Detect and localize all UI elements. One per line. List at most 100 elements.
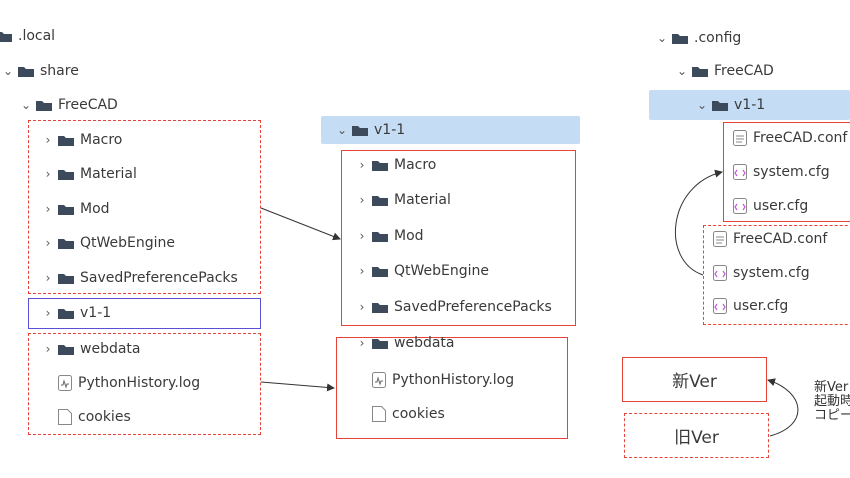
tree-item-label: PythonHistory.log <box>392 372 515 388</box>
legend-new-ver-label: 新Ver <box>672 372 717 392</box>
tree-item-share[interactable]: ⌄ share <box>2 60 79 82</box>
tree-item-label: user.cfg <box>753 198 809 214</box>
chevron-right-icon[interactable]: › <box>359 264 365 278</box>
tree-item-local[interactable]: .local <box>0 25 55 47</box>
arrow-group2-to-middle <box>260 381 335 392</box>
tree-item-pythonhistory[interactable]: PythonHistory.log <box>372 369 514 391</box>
tree-item-cookies[interactable]: cookies <box>372 403 445 425</box>
tree-item-label: .config <box>694 30 742 46</box>
xml-file-icon <box>713 265 727 281</box>
folder-icon <box>58 168 74 180</box>
tree-item-freecad-conf[interactable]: FreeCAD.conf <box>713 228 827 250</box>
folder-icon <box>58 307 74 319</box>
chevron-down-icon[interactable]: ⌄ <box>656 31 668 45</box>
tree-item-macro[interactable]: › Macro <box>42 129 123 151</box>
arrow-group1-to-middle <box>260 207 341 241</box>
folder-icon <box>58 134 74 146</box>
legend-note-line: 起動時 <box>814 394 850 409</box>
folder-icon <box>36 99 52 111</box>
tree-item-label: QtWebEngine <box>80 235 176 251</box>
legend-note-line: 新Ver <box>814 380 849 395</box>
tree-item-label: FreeCAD.conf <box>733 231 828 247</box>
chevron-right-icon[interactable]: › <box>359 300 365 314</box>
tree-item-label: Mod <box>394 228 424 244</box>
chevron-down-icon[interactable]: ⌄ <box>20 98 32 112</box>
tree-item-v1-1-header[interactable]: ⌄ v1-1 <box>336 119 405 141</box>
folder-icon <box>712 99 728 111</box>
tree-item-qtwebengine[interactable]: › QtWebEngine <box>356 260 489 282</box>
tree-item-system-cfg[interactable]: system.cfg <box>733 161 830 183</box>
legend-old-ver-box: 旧Ver <box>624 413 769 458</box>
tree-item-mod[interactable]: › Mod <box>356 225 424 247</box>
right-new-files-box <box>723 122 850 222</box>
tree-item-savedpreferencepacks[interactable]: › SavedPreferencePacks <box>42 267 238 289</box>
legend-new-ver-box: 新Ver <box>622 357 767 402</box>
tree-item-config[interactable]: ⌄ .config <box>656 27 741 49</box>
tree-item-webdata[interactable]: › webdata <box>42 338 141 360</box>
tree-item-label: Material <box>80 166 137 182</box>
tree-item-label: v1-1 <box>374 122 406 138</box>
chevron-down-icon[interactable]: ⌄ <box>2 64 14 78</box>
chevron-right-icon[interactable]: › <box>359 158 365 172</box>
tree-item-mod[interactable]: › Mod <box>42 198 110 220</box>
middle-group2-box <box>336 337 568 439</box>
chevron-right-icon[interactable]: › <box>359 229 365 243</box>
left-group1-box <box>28 120 261 294</box>
tree-item-cookies[interactable]: cookies <box>58 406 131 428</box>
tree-item-user-cfg[interactable]: user.cfg <box>733 195 808 217</box>
tree-item-v1-1[interactable]: › v1-1 <box>42 302 112 324</box>
tree-item-qtwebengine[interactable]: › QtWebEngine <box>42 232 175 254</box>
folder-icon <box>372 265 388 277</box>
folder-icon <box>18 65 34 77</box>
tree-item-freecad[interactable]: ⌄ FreeCAD <box>20 94 118 116</box>
tree-item-label: system.cfg <box>733 265 810 281</box>
tree-item-savedpreferencepacks[interactable]: › SavedPreferencePacks <box>356 296 552 318</box>
tree-item-user-cfg[interactable]: user.cfg <box>713 295 788 317</box>
tree-item-material[interactable]: › Material <box>42 163 137 185</box>
tree-item-label: system.cfg <box>753 164 830 180</box>
tree-item-freecad[interactable]: ⌄ FreeCAD <box>676 60 774 82</box>
tree-item-system-cfg[interactable]: system.cfg <box>713 262 810 284</box>
tree-item-webdata[interactable]: › webdata <box>356 332 455 354</box>
file-icon <box>58 409 72 425</box>
tree-item-label: share <box>40 63 79 79</box>
chevron-right-icon[interactable]: › <box>359 336 365 350</box>
left-group2-box <box>28 333 261 435</box>
folder-icon <box>352 124 368 136</box>
tree-item-label: cookies <box>78 409 131 425</box>
tree-item-label: v1-1 <box>734 97 766 113</box>
text-file-icon <box>713 231 727 247</box>
folder-icon <box>372 159 388 171</box>
file-icon <box>372 406 386 422</box>
chevron-right-icon[interactable]: › <box>45 133 51 147</box>
chevron-right-icon[interactable]: › <box>45 271 51 285</box>
log-file-icon <box>58 375 72 391</box>
xml-file-icon <box>733 164 747 180</box>
folder-icon <box>692 65 708 77</box>
folder-icon <box>372 194 388 206</box>
chevron-right-icon[interactable]: › <box>45 167 51 181</box>
chevron-right-icon[interactable]: › <box>45 202 51 216</box>
chevron-right-icon[interactable]: › <box>359 193 365 207</box>
tree-item-material[interactable]: › Material <box>356 189 451 211</box>
folder-icon <box>672 32 688 44</box>
tree-item-v1-1[interactable]: ⌄ v1-1 <box>696 94 765 116</box>
tree-item-label: Macro <box>80 132 123 148</box>
tree-item-pythonhistory[interactable]: PythonHistory.log <box>58 372 200 394</box>
chevron-down-icon[interactable]: ⌄ <box>336 123 348 137</box>
chevron-down-icon[interactable]: ⌄ <box>696 98 708 112</box>
tree-item-freecad-conf[interactable]: FreeCAD.conf <box>733 127 847 149</box>
left-v1-box <box>28 298 261 329</box>
tree-item-label: PythonHistory.log <box>78 375 201 391</box>
folder-icon <box>58 272 74 284</box>
tree-item-label: webdata <box>80 341 141 357</box>
folder-icon <box>58 203 74 215</box>
tree-item-macro[interactable]: › Macro <box>356 154 437 176</box>
chevron-right-icon[interactable]: › <box>45 342 51 356</box>
chevron-right-icon[interactable]: › <box>45 236 51 250</box>
chevron-down-icon[interactable]: ⌄ <box>676 64 688 78</box>
chevron-right-icon[interactable]: › <box>45 306 51 320</box>
folder-icon <box>0 30 12 42</box>
tree-item-label: Mod <box>80 201 110 217</box>
